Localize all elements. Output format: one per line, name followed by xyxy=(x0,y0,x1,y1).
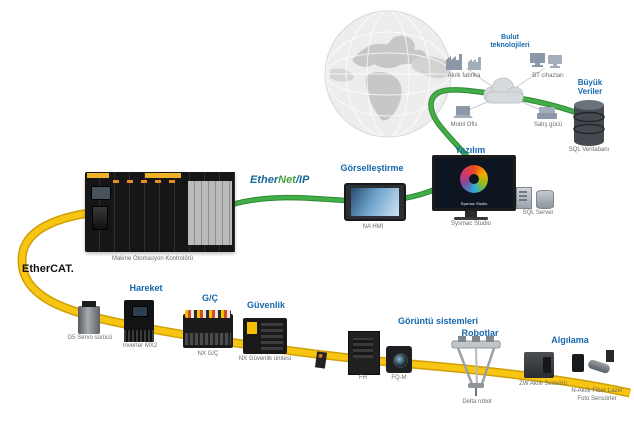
ethernet-ip-label: EtherNet/IP xyxy=(250,174,309,186)
label-sensing: Algılama xyxy=(551,335,589,345)
caption-servo: G5 Servo sürücü xyxy=(67,335,113,341)
mobile-office-icon xyxy=(450,104,478,127)
caption-mobile-office: Mobil Ofis xyxy=(450,122,478,128)
ethernet-ip-part1: Ether xyxy=(250,174,279,186)
label-safety: Güvenlik xyxy=(246,300,285,310)
io-terminals xyxy=(185,333,231,345)
caption-nx-safety: NX Güvenlik ünitesi xyxy=(238,356,292,362)
caption-fiber-sensor: N-Akıllı Fiber Lazer Foto Sensörler xyxy=(571,388,623,402)
ethernet-ip-part3: /IP xyxy=(295,174,310,186)
inverter-mx2 xyxy=(124,300,154,342)
controller-display xyxy=(91,186,111,200)
it-devices-icon xyxy=(528,50,568,77)
safety-terminals xyxy=(261,322,283,350)
servo-motor xyxy=(78,301,100,334)
label-big-data: Büyük Veriler xyxy=(577,78,603,97)
safety-yellow-tag xyxy=(247,322,257,334)
caption-fqm: FQ-M xyxy=(391,375,407,381)
monitor-stand xyxy=(465,211,477,218)
zw-sensor-face xyxy=(543,357,551,373)
monitor-base xyxy=(454,217,488,220)
sysmac-studio-monitor: Sysmac Studio xyxy=(432,155,516,211)
caption-fh: FH xyxy=(359,375,367,381)
controller-orange-tags xyxy=(113,180,179,183)
monitor-screen-text: Sysmac Studio xyxy=(460,201,488,206)
ethernet-ip-part2: Net xyxy=(278,174,296,186)
caption-sysmac-studio: Sysmac Studio xyxy=(450,221,492,227)
label-vision: Görüntü sistemleri xyxy=(397,316,478,326)
caption-it-devices: BT cihazları xyxy=(532,73,564,79)
caption-nx-io: NX G/Ç xyxy=(197,351,219,357)
globe-icon xyxy=(324,10,452,138)
caption-inverter: Inverter MX2 xyxy=(122,343,158,349)
delta-robot xyxy=(451,336,501,396)
nx-io-unit xyxy=(183,310,233,348)
controller-ports xyxy=(92,206,108,230)
label-software: Yazılım xyxy=(454,145,486,155)
controller-io-section xyxy=(188,181,232,245)
photo-sensor-head xyxy=(606,350,614,362)
caption-delta-robot: Delta robot xyxy=(462,399,492,405)
fiber-sensor-amplifier xyxy=(572,354,584,372)
sysmac-studio-logo xyxy=(460,165,488,193)
na-hmi-panel xyxy=(344,183,406,221)
ethercat-cable xyxy=(17,207,631,398)
io-wiring xyxy=(185,310,231,318)
label-cloud-technologies: Bulut teknolojileri xyxy=(490,34,530,50)
caption-zw-sensor: ZW Akıllı Sensörü xyxy=(519,381,567,387)
camera-lens xyxy=(393,353,408,368)
label-visualization: Görselleştirme xyxy=(340,163,404,173)
caption-sql-server: SQL Server xyxy=(522,210,554,216)
label-motion: Hareket xyxy=(129,283,163,293)
ethercat-label: EtherCAT. xyxy=(22,263,74,275)
nx-safety-unit xyxy=(243,318,287,354)
caption-smart-factory: Akıllı fabrika xyxy=(447,73,481,79)
zw-smart-sensor xyxy=(524,352,554,378)
hmi-screen xyxy=(351,188,399,216)
controller-yellow-cap-left xyxy=(87,173,109,178)
label-io: G/Ç xyxy=(201,293,218,303)
caption-sql-database: SQL Veritabanı xyxy=(568,147,610,153)
machine-controller xyxy=(85,172,235,252)
smart-factory-icon xyxy=(444,50,486,77)
inverter-display xyxy=(132,306,148,317)
caption-sales-force: Satış gücü xyxy=(533,122,563,128)
database-icon xyxy=(573,100,605,146)
sql-server-icon xyxy=(516,187,532,209)
controller-yellow-cap-mid xyxy=(145,173,181,178)
cloud-icon xyxy=(483,77,524,104)
inverter-heatsink xyxy=(124,330,154,342)
fh-vision-controller xyxy=(348,331,380,375)
fh-front-panel xyxy=(353,338,373,358)
caption-na-hmi: NA HMI xyxy=(362,224,384,230)
fqm-camera xyxy=(386,346,412,373)
sql-server-db-icon xyxy=(536,190,554,209)
caption-machine-controller: Makine Otomasyon Kontrolörü xyxy=(111,256,194,262)
label-robots: Robotlar xyxy=(461,328,499,338)
sales-force-icon xyxy=(534,104,562,127)
